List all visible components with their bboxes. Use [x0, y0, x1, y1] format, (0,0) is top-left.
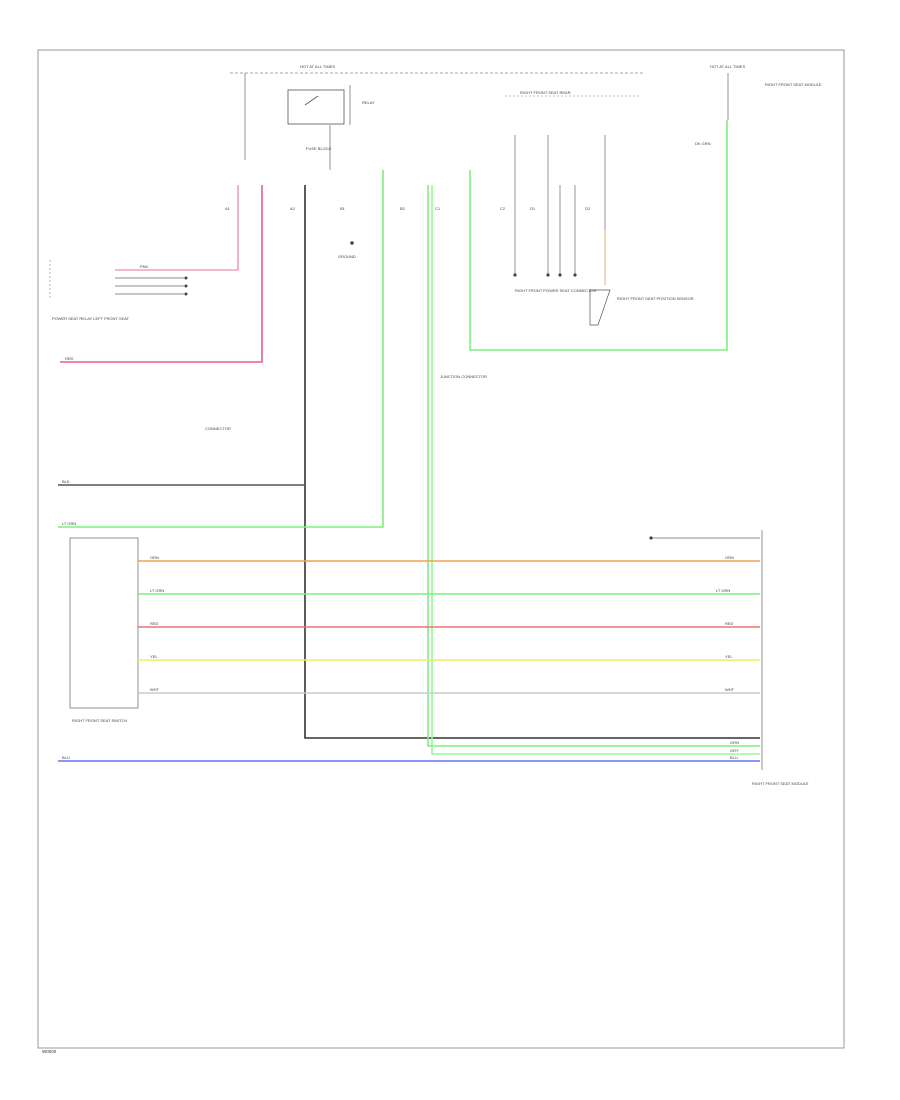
blue-label-right: BLU	[730, 755, 738, 760]
pin-label-6: C2	[500, 206, 506, 211]
pink-left-label: PNK	[140, 264, 149, 269]
yellow-label: YEL	[150, 654, 158, 659]
diagram-frame	[37, 49, 845, 1049]
tr-dot-3	[558, 273, 562, 277]
right-module-label: RIGHT FRONT SEAT POSITION SENSOR	[617, 296, 694, 301]
lt-green2-label: LT GRN	[150, 588, 164, 593]
left-stub-dot-2	[184, 284, 188, 288]
left-stub-dot-3	[184, 292, 188, 296]
red-left-label: RED	[65, 356, 74, 361]
green-vertical-wire	[427, 185, 760, 747]
white-label-right: WHT	[725, 687, 735, 692]
right-sensor-shape	[589, 289, 611, 326]
junction-label: JUNCTION CONNECTOR	[440, 374, 487, 379]
pin-label-1: A1	[225, 206, 231, 211]
red-label-right: RED	[725, 621, 734, 626]
lt-green2-label-right: LT GRN	[716, 588, 730, 593]
fuse-block-label: FUSE BLOCK	[306, 146, 332, 151]
red-label: RED	[150, 621, 159, 626]
relay-switch-line	[304, 95, 319, 106]
pink-wire-upper	[115, 185, 239, 271]
pin-label-2: A2	[290, 206, 296, 211]
switch-block-label: RIGHT FRONT SEAT SWITCH	[72, 718, 127, 723]
ground-mid-label: GROUND	[338, 254, 356, 259]
yellow-label-right: YEL	[725, 654, 733, 659]
gry-label-right: GRY	[730, 748, 739, 753]
tr-dot-4	[573, 273, 577, 277]
pin-label-4: B2	[400, 206, 406, 211]
white-label: WHT	[150, 687, 160, 692]
black-wire	[304, 185, 760, 739]
lt-green-wire	[58, 170, 384, 528]
right-top-desc: RIGHT FRONT SEAT MODULE	[765, 82, 822, 87]
black-label: BLK	[62, 479, 70, 484]
pin-label-8: D2	[585, 206, 591, 211]
connector-label: CONNECTOR	[205, 426, 231, 431]
relay-label: RELAY	[362, 100, 375, 105]
green-right-loop	[469, 120, 728, 351]
top-right-header-label: HOT AT ALL TIMES	[710, 64, 745, 69]
tr-dot-2	[546, 273, 550, 277]
pin-label-7: D1	[530, 206, 536, 211]
ground-mid-dot	[350, 241, 354, 245]
top-center-note: RIGHT FRONT SEAT REAR	[520, 90, 571, 95]
lt-green-label: LT GRN	[62, 521, 76, 526]
left-block-label: POWER SEAT RELAY LEFT FRONT SEAT	[52, 316, 130, 321]
relay-box	[287, 89, 345, 125]
pink-wire-lower	[60, 185, 263, 363]
tr-dot-1	[513, 273, 517, 277]
dk-grn-label: DK GRN	[695, 141, 711, 146]
right-connector-label: RIGHT FRONT POWER SEAT CONNECTOR	[515, 288, 597, 293]
right-top-stub-dot	[649, 536, 653, 540]
switch-block	[69, 537, 139, 709]
top-left-header-label: HOT AT ALL TIMES	[300, 64, 335, 69]
blue-label: BLU	[62, 755, 70, 760]
orange-label-right: ORN	[725, 555, 734, 560]
left-stub-dot-1	[184, 276, 188, 280]
orange-label: ORN	[150, 555, 159, 560]
footer-code: W0000	[42, 1049, 57, 1054]
pin-label-5: C1	[435, 206, 441, 211]
grn-label-right: GRN	[730, 740, 739, 745]
pin-label-3: B1	[340, 206, 346, 211]
bottom-right-module-label: RIGHT FRONT SEAT MODULE	[752, 781, 809, 786]
green-vertical-wire-2	[431, 185, 760, 755]
